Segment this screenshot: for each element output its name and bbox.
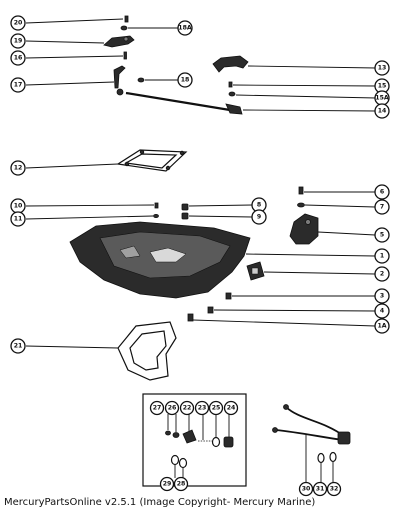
svg-text:10: 10 (14, 203, 23, 210)
svg-text:4: 4 (380, 308, 385, 315)
svg-text:26: 26 (168, 405, 177, 412)
screw-part (153, 202, 159, 218)
svg-text:1: 1 (380, 253, 384, 260)
svg-text:29: 29 (163, 481, 172, 488)
bracket-part (212, 55, 249, 73)
callout-7: 7 (374, 199, 390, 215)
svg-text:11: 11 (14, 216, 23, 223)
svg-text:1A: 1A (377, 323, 386, 330)
callout-30: 30 (298, 481, 314, 497)
callout-24: 24 (223, 400, 239, 416)
callout-31: 31 (312, 481, 328, 497)
svg-text:12: 12 (14, 165, 23, 172)
nut-part (120, 25, 128, 31)
callout-18a: 18A (177, 20, 193, 36)
callout-17: 17 (10, 77, 26, 93)
svg-text:18A: 18A (178, 25, 192, 32)
callout-14: 14 (374, 103, 390, 119)
svg-text:8: 8 (257, 202, 261, 209)
svg-text:28: 28 (177, 481, 186, 488)
wiring-harness-part (272, 404, 351, 464)
callout-1a: 1A (374, 318, 390, 334)
bottom-cowl-housing-part (69, 221, 251, 299)
callout-20: 20 (10, 15, 26, 31)
svg-text:22: 22 (183, 405, 192, 412)
svg-text:18: 18 (181, 77, 190, 84)
mount-bracket-part (289, 213, 319, 245)
link-lever-part (113, 65, 126, 89)
svg-text:2: 2 (380, 271, 384, 278)
svg-text:13: 13 (378, 65, 387, 72)
callout-29: 29 (159, 476, 175, 492)
cover-plate-part (116, 149, 188, 172)
callout-2: 2 (374, 266, 390, 282)
callout-21: 21 (10, 338, 26, 354)
svg-text:21: 21 (14, 343, 23, 350)
copyright-caption: MercuryPartsOnline v2.5.1 (Image Copyrig… (4, 497, 316, 508)
callout-16: 16 (10, 50, 26, 66)
svg-text:23: 23 (198, 405, 207, 412)
callout-13: 13 (374, 60, 390, 76)
svg-text:15: 15 (378, 83, 387, 90)
callout-5: 5 (374, 227, 390, 243)
screw-part (297, 186, 305, 208)
svg-text:14: 14 (378, 108, 387, 115)
svg-text:7: 7 (380, 204, 384, 211)
callout-4: 4 (374, 303, 390, 319)
svg-text:30: 30 (302, 486, 311, 493)
svg-text:27: 27 (153, 405, 162, 412)
svg-text:6: 6 (380, 189, 384, 196)
clip-part (187, 292, 232, 322)
callout-27: 27 (149, 400, 165, 416)
callout-18: 18 (177, 72, 193, 88)
throttle-arm-part (103, 35, 135, 48)
callout-19: 19 (10, 33, 26, 49)
callout-32: 32 (326, 481, 342, 497)
callout-10: 10 (10, 198, 26, 214)
svg-text:15A: 15A (375, 95, 389, 102)
detail-inset-box (142, 393, 247, 487)
svg-text:19: 19 (14, 38, 23, 45)
leader-lines (25, 18, 377, 482)
callout-25: 25 (208, 400, 224, 416)
svg-text:31: 31 (316, 486, 325, 493)
callout-26: 26 (164, 400, 180, 416)
callout-6: 6 (374, 184, 390, 200)
svg-text:9: 9 (257, 214, 261, 221)
spring-part (228, 81, 236, 97)
callout-22: 22 (179, 400, 195, 416)
svg-text:3: 3 (380, 293, 384, 300)
callout-9: 9 (251, 209, 267, 225)
svg-text:25: 25 (212, 405, 221, 412)
callout-1: 1 (374, 248, 390, 264)
svg-text:24: 24 (227, 405, 236, 412)
svg-text:5: 5 (380, 232, 384, 239)
bushing-part (181, 203, 189, 220)
callout-28: 28 (173, 476, 189, 492)
shift-rod-part (116, 88, 243, 115)
svg-text:20: 20 (14, 20, 23, 27)
washer-part (137, 77, 145, 83)
callout-23: 23 (194, 400, 210, 416)
svg-text:32: 32 (330, 486, 339, 493)
callout-11: 11 (10, 211, 26, 227)
svg-text:17: 17 (14, 82, 23, 89)
callout-12: 12 (10, 160, 26, 176)
grommet-part (246, 261, 265, 281)
pin-part (123, 51, 127, 60)
callout-3: 3 (374, 288, 390, 304)
screw-part (124, 15, 129, 23)
gasket-part (117, 321, 177, 381)
callout-15a: 15A (374, 90, 390, 106)
svg-text:16: 16 (14, 55, 23, 62)
